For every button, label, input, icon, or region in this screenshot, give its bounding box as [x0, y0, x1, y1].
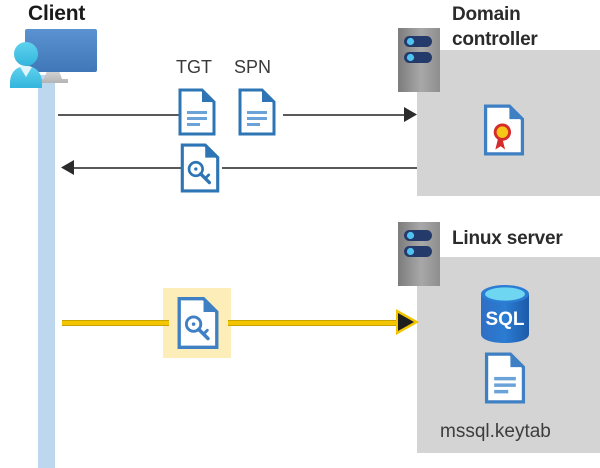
- client-lifeline: [38, 75, 55, 468]
- document-icon: [238, 88, 276, 136]
- key-document-icon: [177, 296, 219, 350]
- response-arrow-right-segment: [222, 167, 417, 169]
- certificate-icon: [483, 104, 525, 156]
- domain-controller-title: Domain controller: [452, 2, 538, 52]
- service-ticket-arrow-left-segment: [62, 320, 169, 326]
- response-arrowhead-icon: [58, 160, 74, 180]
- spn-label: SPN: [234, 57, 272, 77]
- domain-controller-title-line1: Domain: [452, 4, 521, 25]
- document-icon: [178, 88, 216, 136]
- domain-controller-title-line2: controller: [452, 29, 538, 50]
- server-rack-icon: [398, 222, 440, 286]
- key-document-icon: [180, 143, 220, 193]
- sql-icon-label: SQL: [485, 309, 524, 330]
- client-title: Client: [28, 2, 86, 25]
- service-ticket-arrow-right-segment: [228, 320, 403, 326]
- server-rack-icon: [398, 28, 440, 92]
- keytab-document-icon: [484, 352, 526, 404]
- request-arrowhead-icon: [404, 107, 418, 127]
- response-arrow-left-segment: [72, 167, 182, 169]
- request-arrow-right-segment: [283, 114, 407, 116]
- request-arrow-left-segment: [58, 114, 183, 116]
- keytab-file-label: mssql.keytab: [440, 421, 551, 442]
- sql-database-icon: SQL: [478, 283, 532, 345]
- user-workstation-icon: [4, 26, 108, 96]
- linux-server-title: Linux server: [452, 228, 563, 249]
- tgt-label: TGT: [176, 57, 212, 77]
- service-ticket-arrowhead-icon: [396, 309, 420, 340]
